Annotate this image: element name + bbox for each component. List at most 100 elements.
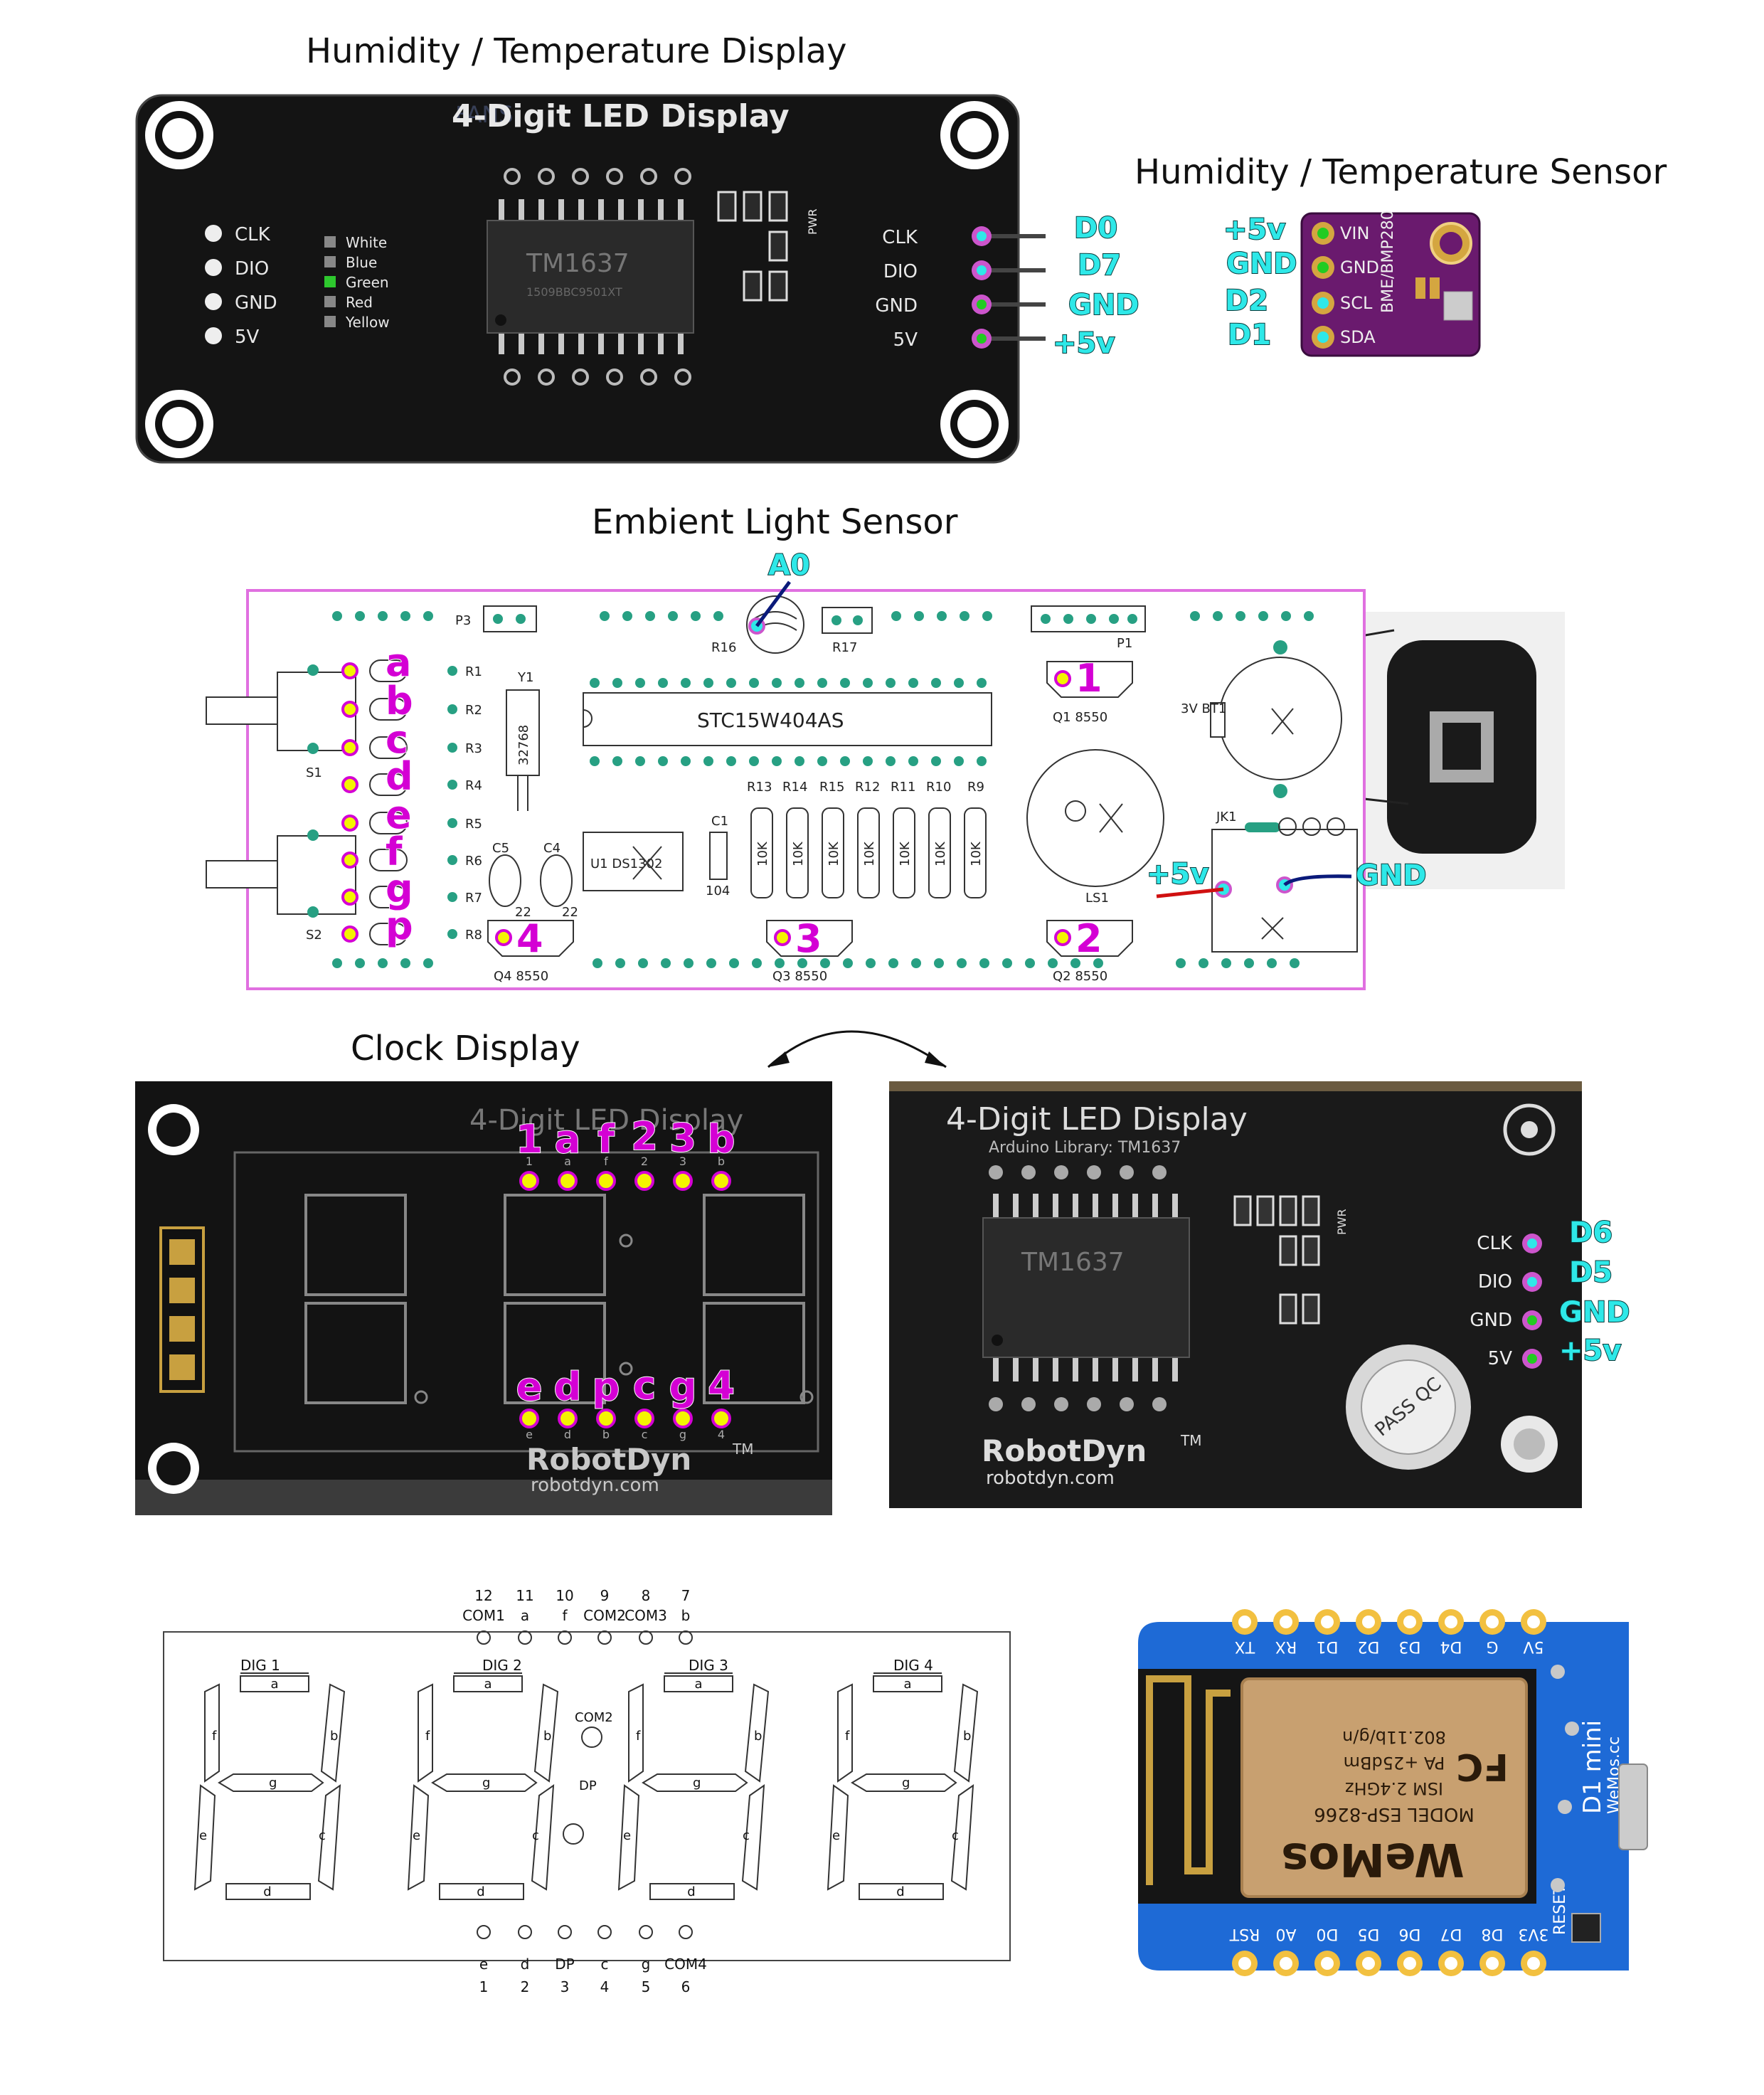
svg-text:R8: R8 <box>465 928 482 943</box>
back-pin-header: CLK DIO GND 5V <box>1470 1233 1542 1369</box>
svg-text:S2: S2 <box>306 928 322 943</box>
svg-text:MODEL ESP-8266: MODEL ESP-8266 <box>1314 1803 1475 1825</box>
svg-text:PWR: PWR <box>806 208 819 235</box>
conn-label: D7 <box>1078 249 1121 282</box>
svg-text:d: d <box>896 1884 904 1899</box>
svg-text:Yellow: Yellow <box>345 314 390 331</box>
svg-text:R11: R11 <box>891 780 915 795</box>
svg-text:1: 1 <box>526 1155 533 1168</box>
svg-text:104: 104 <box>706 884 730 898</box>
svg-text:SCL: SCL <box>1340 293 1373 313</box>
conn-label: +5v <box>1559 1335 1621 1367</box>
svg-text:b: b <box>963 1729 971 1744</box>
svg-text:RX: RX <box>1275 1638 1297 1655</box>
top-pins: 5V G D4 D3 D2 D1 RX TX <box>1232 1609 1546 1655</box>
svg-text:c: c <box>319 1828 326 1843</box>
svg-text:22: 22 <box>515 905 531 920</box>
light-sensor-pcb: P3 P1 R17 R16 A0 S1 S2 R1 R2 R3 R4 R5 R6… <box>206 548 1565 990</box>
svg-text:RESET: RESET <box>1551 1884 1569 1935</box>
svg-text:d: d <box>564 1428 571 1441</box>
conn-label: +5v <box>1053 327 1115 360</box>
svg-text:R2: R2 <box>465 703 482 718</box>
svg-text:d: d <box>521 1956 530 1973</box>
svg-text:Red: Red <box>346 294 373 311</box>
gnd-label: GND <box>1356 859 1427 892</box>
svg-text:P3: P3 <box>455 613 471 628</box>
board-title: 4-Digit LED Display <box>946 1101 1248 1137</box>
svg-text:4: 4 <box>718 1428 725 1441</box>
svg-text:C1: C1 <box>711 814 728 829</box>
svg-text:10: 10 <box>556 1587 573 1604</box>
buzzer-sticker: PASS QC <box>1346 1344 1471 1470</box>
svg-text:R10: R10 <box>926 780 951 795</box>
svg-text:CLK: CLK <box>1477 1233 1513 1254</box>
svg-text:GND: GND <box>235 292 277 314</box>
svg-text:b: b <box>681 1607 691 1624</box>
conn-label: +5v <box>1223 213 1285 246</box>
digit-resistors: R13 R14 R15 R12 R11 R10 R9 10K 10K 10K 1… <box>747 780 987 898</box>
svg-text:22: 22 <box>562 905 578 920</box>
svg-text:R17: R17 <box>832 640 857 655</box>
conn-label: D5 <box>1569 1256 1612 1289</box>
svg-text:g: g <box>902 1776 910 1791</box>
svg-text:S1: S1 <box>306 765 322 780</box>
segment-labels: a b c d e f g p <box>385 640 414 949</box>
svg-text:DP: DP <box>555 1956 574 1973</box>
bme280-sensor-module: BME/BMP280 VIN GND SCL SDA +5v GND D2 D1 <box>1223 210 1481 357</box>
svg-text:Y1: Y1 <box>517 670 533 685</box>
svg-text:3: 3 <box>560 1978 570 1995</box>
svg-text:D8: D8 <box>1482 1925 1504 1943</box>
svg-text:COM2: COM2 <box>575 1710 613 1725</box>
svg-text:10K: 10K <box>791 841 806 866</box>
svg-text:COM4: COM4 <box>664 1956 707 1973</box>
transistor-q1: 1 Q1 8550 <box>1046 655 1133 725</box>
svg-text:g: g <box>386 866 413 911</box>
svg-text:G: G <box>1486 1638 1498 1655</box>
svg-text:C5: C5 <box>492 841 509 856</box>
svg-text:FC: FC <box>1456 1745 1509 1788</box>
svg-text:5: 5 <box>642 1978 651 1995</box>
conn-label: D0 <box>1074 212 1117 245</box>
svg-text:4: 4 <box>516 916 543 961</box>
svg-text:TM1637: TM1637 <box>1021 1248 1125 1277</box>
rtc-ds1302: U1 DS1302 <box>583 832 684 891</box>
transistor-q2: 2 Q2 8550 <box>1046 916 1133 984</box>
brand-url: robotdyn.com <box>986 1468 1115 1489</box>
svg-text:g: g <box>269 1776 277 1791</box>
svg-text:f: f <box>636 1729 641 1744</box>
svg-text:D1: D1 <box>1317 1638 1339 1655</box>
wemos-d1-mini: 5V G D4 D3 D2 D1 RX TX RST A0 D0 D5 D6 D… <box>1138 1609 1648 1976</box>
svg-text:g: g <box>482 1776 490 1791</box>
flip-arrow <box>767 1030 947 1068</box>
svg-text:f: f <box>845 1729 850 1744</box>
svg-text:R6: R6 <box>465 854 482 869</box>
pin-header <box>159 1226 205 1393</box>
svg-text:GND: GND <box>875 295 918 317</box>
svg-text:R13: R13 <box>747 780 772 795</box>
brand-logo: RobotDyn <box>526 1442 691 1477</box>
svg-text:D2: D2 <box>1358 1638 1380 1655</box>
svg-text:PWR: PWR <box>1335 1209 1349 1235</box>
light-sensor-title: Embient Light Sensor <box>592 502 958 542</box>
svg-text:GND: GND <box>1340 258 1379 277</box>
battery-bt1: 3V BT1 <box>1181 640 1342 798</box>
svg-text:VIN: VIN <box>1340 223 1369 243</box>
watermark: FANS <box>455 101 514 128</box>
bottom-pins: RST A0 D0 D5 D6 D7 D8 3V3 <box>1229 1925 1549 1976</box>
svg-text:a: a <box>521 1607 529 1624</box>
svg-text:SDA: SDA <box>1340 327 1376 347</box>
tm1637-chip: TM1637 1509BBC9501XT <box>487 199 694 354</box>
svg-text:Q2 8550: Q2 8550 <box>1053 969 1107 984</box>
transistor-q4: 4 Q4 8550 <box>487 916 574 984</box>
svg-text:5V: 5V <box>1523 1638 1544 1655</box>
svg-text:g: g <box>679 1428 686 1441</box>
svg-text:e: e <box>623 1828 631 1843</box>
svg-text:d: d <box>554 1364 582 1409</box>
svg-text:DIG 4: DIG 4 <box>893 1657 933 1674</box>
conn-label: GND <box>1068 289 1139 322</box>
svg-text:R1: R1 <box>465 664 482 679</box>
svg-text:c: c <box>642 1428 648 1441</box>
bottom-pin-labels: e d DP c g COM4 1 2 3 4 5 6 <box>479 1956 707 1995</box>
svg-text:d: d <box>687 1884 695 1899</box>
svg-text:ISM 2.4GHz: ISM 2.4GHz <box>1345 1778 1443 1798</box>
